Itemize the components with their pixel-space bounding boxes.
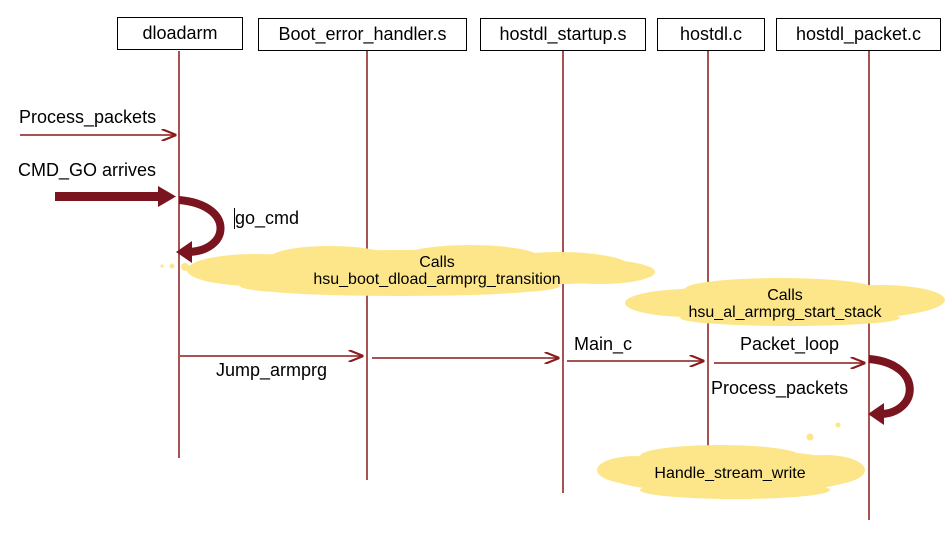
note-handle-stream-write: Handle_stream_write (654, 465, 806, 482)
cloud-calls-start-stack (625, 278, 945, 326)
participant-hostdl-packet: hostdl_packet.c (776, 18, 941, 51)
jump-armprg-label: Jump_armprg (216, 360, 328, 380)
participant-hostdl-startup-label: hostdl_startup.s (499, 24, 627, 44)
participant-dloadarm-label: dloadarm (142, 23, 218, 43)
go-cmd-self-arrow (176, 196, 225, 263)
cloud-handle-stream-write (597, 422, 865, 499)
note-calls-transition: Calls hsu_boot_dload_armprg_transition (270, 254, 604, 288)
process-packets-self-arrow (868, 355, 914, 425)
participant-hostdl: hostdl.c (657, 18, 765, 51)
main-c-label: Main_c (574, 334, 633, 354)
cmd-go-thick-arrow (55, 186, 176, 207)
participant-hostdl-packet-label: hostdl_packet.c (795, 24, 922, 44)
cloud-calls-transition (160, 245, 655, 296)
note-calls-start-stack-line1: Calls (767, 287, 803, 304)
participant-hostdl-startup: hostdl_startup.s (480, 18, 646, 51)
note-calls-transition-line2: hsu_boot_dload_armprg_transition (313, 271, 561, 288)
packet-loop-label: Packet_loop (740, 334, 840, 354)
note-calls-start-stack: Calls hsu_al_armprg_start_stack (660, 287, 910, 321)
participant-hostdl-label: hostdl.c (679, 24, 743, 44)
process-packets-label: Process_packets (19, 107, 157, 127)
process-packets-self-label: Process_packets (711, 378, 849, 398)
go-cmd-label: go_cmd (235, 208, 300, 228)
note-calls-transition-line1: Calls (419, 254, 455, 271)
cmd-go-arrives-label: CMD_GO arrives (18, 160, 157, 180)
participant-dloadarm: dloadarm (117, 17, 243, 50)
note-calls-start-stack-line2: hsu_al_armprg_start_stack (688, 304, 882, 321)
participant-boot-error-handler: Boot_error_handler.s (258, 18, 467, 51)
participant-boot-error-handler-label: Boot_error_handler.s (278, 24, 447, 44)
